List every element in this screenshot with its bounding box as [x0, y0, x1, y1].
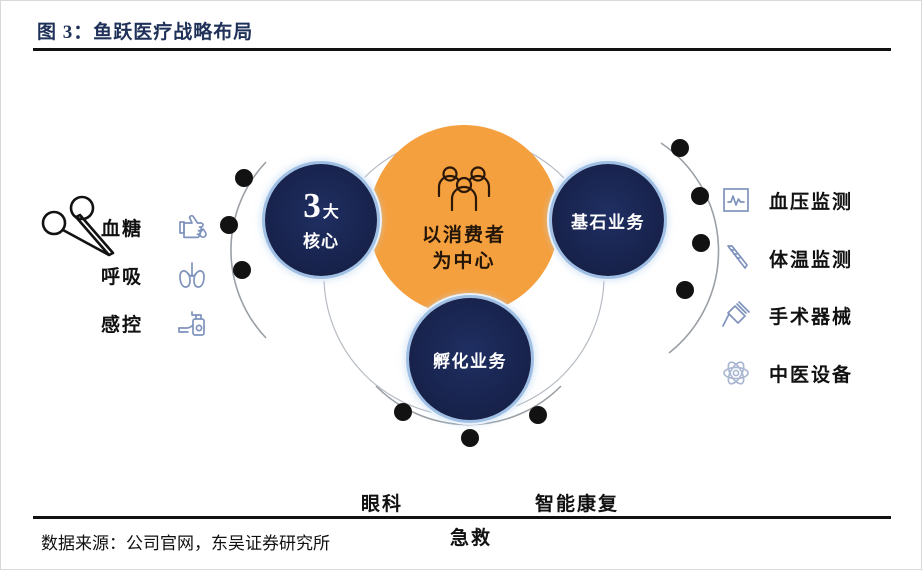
left-item-infection-control[interactable]: 感控: [101, 306, 209, 340]
right-item-label: 手术器械: [769, 306, 854, 328]
right-arc-dot: [676, 281, 694, 299]
center-circle-text: 以消费者 为中心: [422, 223, 506, 274]
bottom-item-smart-rehabilitation[interactable]: 智能康复: [535, 494, 620, 515]
left-arc-dot: [233, 261, 251, 279]
right-item-surgical-instruments[interactable]: 手术器械: [719, 298, 853, 332]
syringe-icon: [719, 298, 753, 332]
node-circle-three-cores[interactable]: 3 大 核心: [265, 164, 377, 276]
left-arc: [230, 161, 267, 339]
right-item-blood-pressure-monitoring[interactable]: 血压监测: [719, 183, 853, 217]
title-divider: [33, 48, 891, 51]
atom-icon: [719, 356, 753, 390]
core-circle-line1: 3 大: [303, 188, 339, 223]
right-arc: [660, 142, 720, 354]
incubation-label: 孵化业务: [433, 351, 507, 371]
right-item-label: 血压监测: [769, 191, 854, 213]
right-item-tcm-equipment[interactable]: 中医设备: [719, 356, 853, 390]
strategy-diagram: 以消费者 为中心 3 大 核心 基石业务 孵化业务: [1, 53, 922, 549]
right-item-label: 体温监测: [769, 249, 854, 271]
bottom-item-ophthalmology[interactable]: 眼科: [361, 494, 404, 515]
left-item-respiration[interactable]: 呼吸: [101, 258, 209, 292]
node-circle-incubation-business[interactable]: 孵化业务: [409, 298, 531, 420]
right-arc-dot: [692, 234, 710, 252]
bottom-arc: [375, 385, 562, 426]
center-text-line2: 为中心: [432, 251, 496, 272]
figure-source: 数据来源：公司官网，东吴证券研究所: [41, 534, 330, 553]
people-group-icon: [437, 166, 491, 212]
bottom-arc-dot: [529, 406, 547, 424]
figure-title: 图 3：鱼跃医疗战略布局: [37, 22, 254, 43]
core-circle-line2: 核心: [303, 232, 339, 251]
forceps-icon: [41, 195, 115, 257]
hand-sanitizer-icon: [175, 306, 209, 340]
waveform-monitor-icon: [719, 183, 753, 217]
footer-divider: [33, 516, 891, 519]
lungs-icon: [175, 258, 209, 292]
core-unit: 大: [322, 204, 339, 221]
right-item-temperature-monitoring[interactable]: 体温监测: [719, 241, 853, 275]
thermometer-icon: [719, 241, 753, 275]
core-number: 3: [303, 186, 321, 225]
cornerstone-label: 基石业务: [571, 212, 645, 232]
left-arc-dot: [235, 169, 253, 187]
node-circle-cornerstone-business[interactable]: 基石业务: [552, 164, 664, 276]
left-item-label: 呼吸: [101, 266, 144, 288]
left-item-blood-glucose[interactable]: 血糖: [101, 210, 209, 244]
right-arc-dot: [671, 139, 689, 157]
left-item-label: 感控: [101, 314, 144, 336]
bottom-item-emergency[interactable]: 急救: [450, 528, 493, 549]
bottom-arc-dot: [394, 403, 412, 421]
right-item-label: 中医设备: [769, 364, 854, 386]
right-arc-dot: [691, 187, 709, 205]
left-item-label: 血糖: [101, 218, 144, 240]
bottom-arc-dot: [461, 429, 479, 447]
center-text-line1: 以消费者: [421, 225, 506, 247]
left-arc-dot: [220, 216, 238, 234]
center-circle-consumer-centric[interactable]: 以消费者 为中心: [369, 125, 559, 315]
blood-drop-finger-icon: [175, 210, 209, 244]
